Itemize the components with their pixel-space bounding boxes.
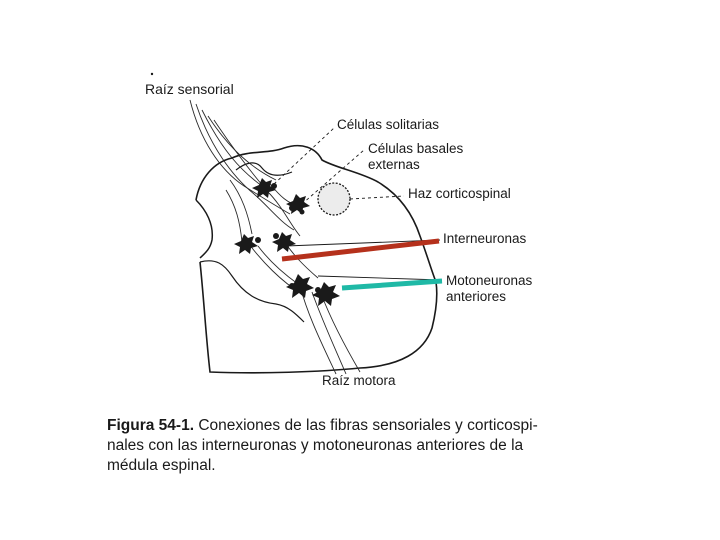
- caption-line-2: nales con las interneuronas y motoneuron…: [107, 437, 523, 454]
- label-solitary-cells: Células solitarias: [337, 118, 439, 132]
- label-motoneurons-1: Motoneuronas: [446, 274, 532, 288]
- sensory-fibers: [190, 100, 300, 242]
- leader-solitary: [274, 128, 334, 184]
- corticospinal-tract: [318, 183, 350, 215]
- caption-line-3: médula espinal.: [107, 457, 216, 474]
- motoneurons-marker: [342, 281, 442, 288]
- interneurons-marker: [282, 241, 439, 259]
- caption-line-1: Conexiones de las fibras sensoriales y c…: [198, 417, 537, 434]
- figure-caption: Figura 54-1. Conexiones de las fibras se…: [107, 416, 607, 476]
- stray-dot: [151, 73, 153, 75]
- caption-figure-id: Figura 54-1.: [107, 417, 194, 434]
- basal-cell-neuron: [286, 194, 310, 214]
- label-motor-root: Raíz motora: [322, 374, 396, 388]
- label-motoneurons-2: anteriores: [446, 290, 506, 304]
- label-corticospinal: Haz corticospinal: [408, 187, 511, 201]
- leader-motoneurons: [318, 276, 442, 280]
- label-interneurons: Interneuronas: [443, 232, 526, 246]
- label-sensory-root: Raíz sensorial: [145, 82, 234, 97]
- cord-outline-left: [196, 200, 212, 258]
- label-external-basal-2: externas: [368, 158, 420, 172]
- label-external-basal-1: Células basales: [368, 142, 463, 156]
